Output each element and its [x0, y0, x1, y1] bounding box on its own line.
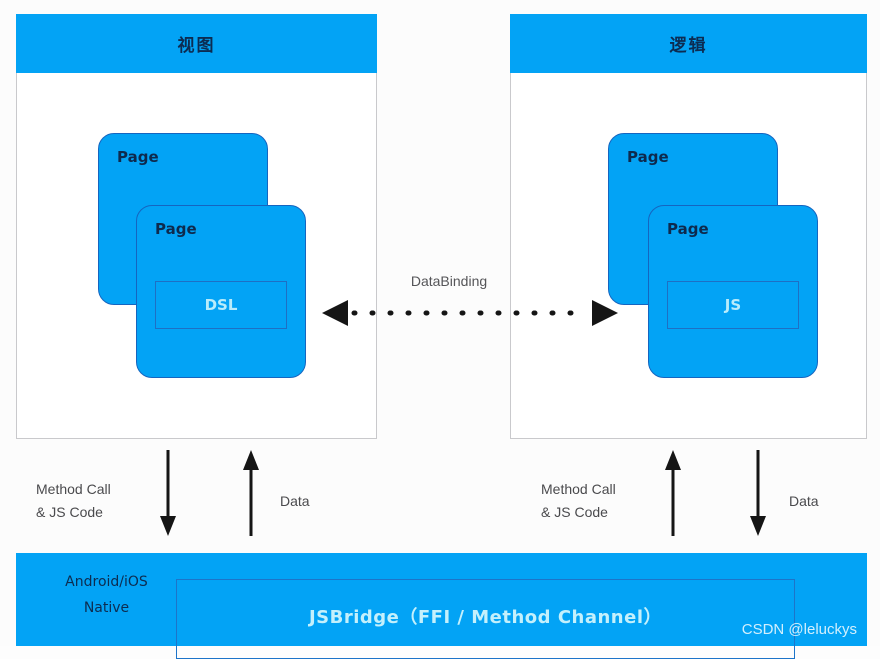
jsbridge-label: JSBridge（FFI / Method Channel） [308, 607, 663, 628]
native-layer-label: Android/iOS Native [65, 574, 148, 616]
page-card-label: Page [667, 220, 709, 238]
panel-logic-title: 逻辑 [669, 36, 708, 56]
arrow-up-icon-left-data [243, 450, 259, 536]
inner-box-dsl-label: DSL [204, 296, 238, 314]
inner-box-dsl: DSL [155, 281, 287, 329]
arrow-up-icon-right-method-call [665, 450, 681, 536]
inner-box-js: JS [667, 281, 799, 329]
page-card-logic-front: Page [648, 205, 818, 378]
flow-label-right-data: Data [789, 493, 819, 509]
arrow-down-icon-left-method-call [160, 450, 176, 536]
page-card-label: Page [155, 220, 197, 238]
arrow-down-icon-right-data [750, 450, 766, 536]
databinding-dotted-arrow-icon [322, 300, 618, 326]
inner-box-js-label: JS [724, 296, 742, 314]
watermark: CSDN @leluckys [741, 621, 857, 638]
native-layer-bar: Android/iOS Native JSBridge（FFI / Method… [16, 553, 867, 659]
panel-logic-header: 逻辑 [510, 14, 867, 73]
panel-view-header: 视图 [16, 14, 377, 73]
flow-label-left-data: Data [280, 493, 310, 509]
page-card-label: Page [627, 148, 669, 166]
page-card-label: Page [117, 148, 159, 166]
flow-label-left-method-call: Method Call & JS Code [36, 481, 111, 520]
panel-view-title: 视图 [177, 36, 216, 56]
jsbridge-box: JSBridge（FFI / Method Channel） [176, 579, 795, 659]
databinding-label: DataBinding [410, 273, 488, 289]
flow-label-right-method-call: Method Call & JS Code [541, 481, 616, 520]
page-card-view-front: Page [136, 205, 306, 378]
